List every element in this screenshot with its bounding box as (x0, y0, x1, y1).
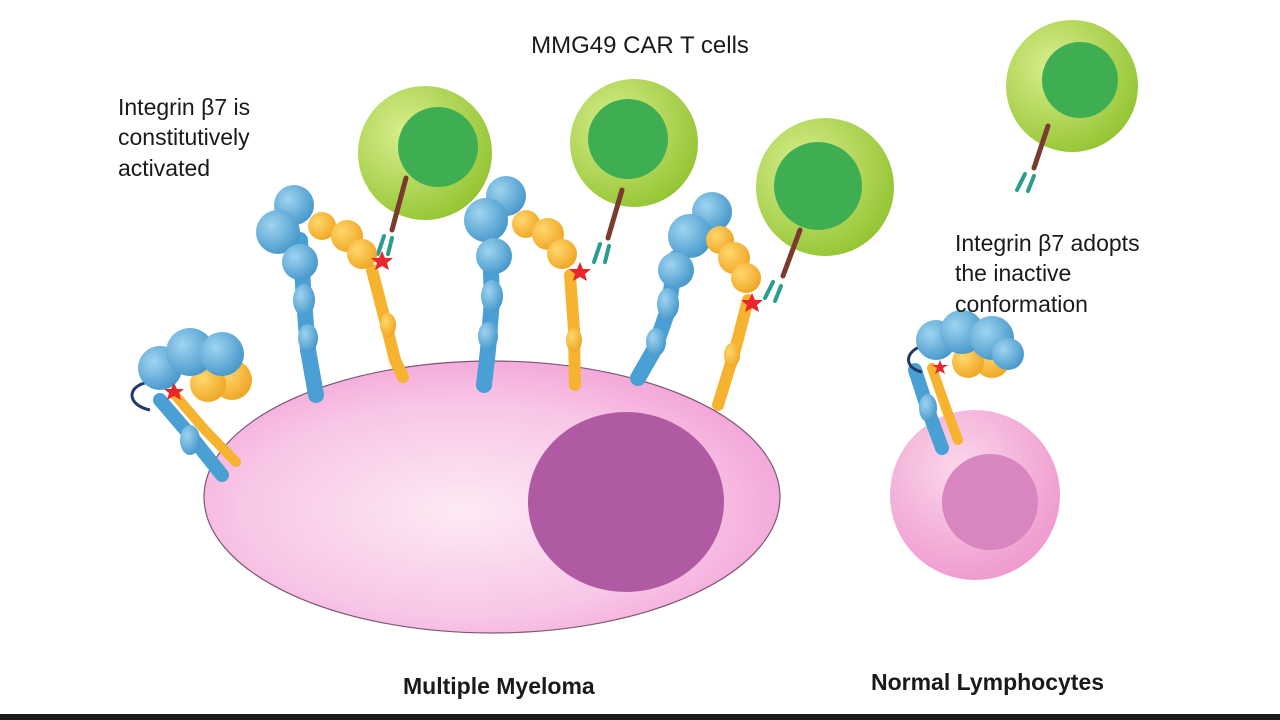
active-integrin (464, 176, 582, 393)
epitope-star (164, 383, 184, 400)
epitope-star (371, 251, 393, 270)
car-receptor (763, 227, 803, 303)
active-integrin (630, 192, 761, 411)
car-t-cell (570, 79, 698, 207)
epitope-star (741, 293, 763, 312)
car-receptor (376, 175, 409, 256)
car-receptor (592, 187, 625, 264)
figure-title: MMG49 CAR T cells (531, 32, 749, 59)
inactive-integrin (130, 328, 252, 482)
active-integrin-note: Integrin β7 is constitutively activated (118, 94, 251, 181)
myeloma-nucleus (528, 412, 724, 592)
myeloma-caption: Multiple Myeloma (403, 673, 595, 699)
car-t-cell (1006, 20, 1138, 152)
bottom-divider (0, 714, 1280, 720)
car-t-cell (358, 86, 492, 220)
car-t-cell (756, 118, 894, 256)
car-receptor (1015, 123, 1051, 193)
epitope-star (569, 262, 591, 281)
lymphocyte-caption: Normal Lymphocytes (871, 669, 1105, 695)
epitope-star (932, 360, 948, 374)
lymphocyte-nucleus (942, 454, 1038, 550)
active-integrin (256, 185, 409, 403)
inactive-integrin-note: Integrin β7 adopts the inactive conforma… (955, 230, 1140, 317)
inactive-integrin (907, 310, 1024, 455)
